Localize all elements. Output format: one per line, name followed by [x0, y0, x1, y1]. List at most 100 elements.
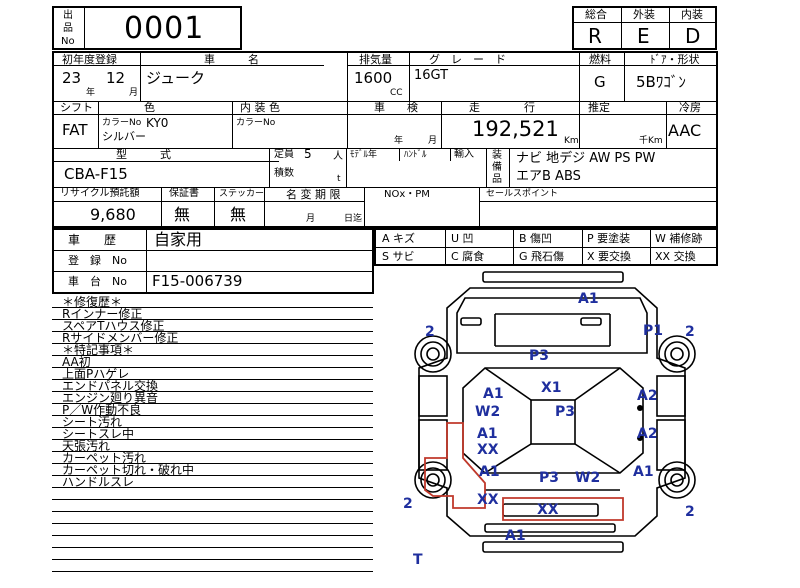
damage-mark: A2 [637, 388, 658, 404]
wheels [414, 335, 696, 499]
grade-interior: D [685, 24, 701, 48]
nox-label: NOx・PM [384, 189, 430, 200]
lot-number: 0001 [124, 11, 205, 46]
history-value: 自家用 [154, 230, 203, 249]
grade-value: 16GT [414, 68, 449, 83]
sales-point-label: セールスポイント [486, 189, 559, 199]
damage-mark: A1 [633, 464, 654, 480]
note-item: AA初 [62, 355, 91, 369]
history-label: 車 歴 [68, 233, 117, 247]
equipment-label-1: 装 [492, 150, 502, 161]
grade-overall-label: 総合 [585, 8, 607, 21]
legend-dent: U 凹 [451, 232, 474, 245]
damage-mark: X1 [541, 380, 562, 396]
damage-mark: XX [477, 492, 499, 508]
equipment-label-2: 備 [492, 162, 502, 173]
lot-label-2: 品 [63, 23, 73, 34]
damage-mark: P3 [555, 404, 575, 420]
legend-scratch-dent: B 傷凹 [519, 232, 553, 245]
displacement-label: 排気量 [359, 53, 392, 66]
fuel-value: G [594, 73, 606, 91]
car-damage-diagram: A1 2 P1 2 P3 A1 X1 A2 W2 P3 A1 A2 XX A1 … [403, 271, 696, 568]
handle-label: ﾊﾝﾄﾞﾙ [404, 150, 427, 160]
history-box: 車 歴 自家用 登 録 No 車 台 No F15-006739 [52, 228, 374, 294]
legend-replaced: XX 交換 [655, 250, 696, 263]
damage-mark: P1 [643, 323, 663, 339]
shift-value: FAT [62, 121, 88, 139]
import-label: 輸入 [454, 149, 474, 160]
mileage-unit: Km [564, 136, 579, 146]
damage-mark: P3 [539, 470, 559, 486]
inspection-label: 車 検 [374, 101, 418, 114]
estimate-label: 推定 [588, 101, 610, 114]
color-label: 色 [144, 101, 155, 114]
mileage-value: 192,521 [472, 117, 559, 141]
car-name-label: 車 名 [204, 53, 259, 66]
note-item: Rサイドメンバー修正 [62, 331, 179, 345]
ac-value: AAC [668, 121, 702, 140]
first-reg-label: 初年度登録 [62, 53, 117, 66]
note-item: カーペット汚れ [62, 451, 147, 465]
repair-area-outline [502, 497, 624, 521]
damage-mark: T [413, 552, 423, 568]
reg-month-unit: 月 [129, 88, 139, 98]
grade-interior-label: 内装 [681, 8, 703, 21]
legend-rust: S サビ [382, 250, 415, 263]
model-label: 型 式 [116, 148, 171, 161]
color-no-label: カラーNo [102, 118, 142, 128]
note-item: シートスレ中 [62, 427, 135, 441]
door-shape-value: 5Bﾜｺﾞﾝ [636, 73, 686, 91]
equipment-line-1: ナビ 地デジ AW PS PW [516, 151, 656, 166]
info-table: 初年度登録 車 名 排気量 グ レ ー ド 燃料 ﾄﾞｱ・形状 23 年 12 … [52, 51, 718, 228]
capacity-label: 定員 [274, 149, 294, 160]
damage-mark: A1 [578, 291, 599, 307]
capacity-unit: 人 [333, 151, 343, 162]
note-item: エンドパネル交換 [62, 379, 159, 393]
chassis-value: F15-006739 [152, 272, 243, 290]
legend-need-replace: X 要交換 [587, 250, 632, 263]
ac-label: 冷房 [679, 101, 701, 114]
name-change-month: 月 [306, 214, 316, 224]
color-name: シルバー [102, 130, 146, 143]
warranty-value: 無 [174, 205, 191, 224]
note-item: 上面Pハゲレ [62, 367, 130, 381]
legend-repair: W 補修跡 [655, 232, 703, 245]
damage-mark: 2 [685, 324, 695, 340]
grades-box: 総合 外装 内装 R E D [572, 6, 717, 50]
loading-unit: t [337, 174, 341, 184]
legend-paint: P 要塗装 [587, 232, 631, 245]
note-item: ＊特記事項＊ [62, 343, 135, 357]
inspection-month-unit: 月 [428, 136, 438, 146]
damage-mark: A1 [479, 464, 500, 480]
note-item: カーペット切れ・破れ中 [62, 463, 195, 477]
damage-mark: P3 [529, 348, 549, 364]
damage-legend: A キズ U 凹 B 傷凹 P 要塗装 W 補修跡 S サビ C 腐食 G 飛石… [374, 228, 718, 266]
chassis-label: 車 台 No [68, 275, 127, 288]
grade-overall: R [588, 24, 602, 48]
model-year-label: ﾓﾃﾞﾙ年 [350, 150, 378, 160]
reg-month: 12 [106, 69, 126, 87]
grade-label: グ レ ー ド [429, 53, 506, 66]
repair-area-outline [424, 422, 486, 509]
legend-chip: G 飛石傷 [519, 250, 565, 263]
color-no: KY0 [146, 116, 169, 130]
displacement-unit: CC [390, 88, 403, 98]
shift-label: シフト [60, 101, 93, 114]
note-item: Rインナー修正 [62, 307, 143, 321]
note-item: エンジン廻り異音 [62, 391, 159, 405]
lot-box: 出 品 No 0001 [52, 6, 242, 50]
mirror-icon [637, 435, 643, 441]
grade-exterior: E [637, 24, 650, 48]
capacity-value: 5 [304, 147, 312, 161]
grade-exterior-label: 外装 [633, 8, 655, 21]
model-value: CBA-F15 [64, 165, 128, 183]
equipment-label-3: 品 [492, 174, 502, 185]
note-item: 天張汚れ [62, 439, 111, 453]
warranty-label: 保証書 [169, 188, 199, 199]
damage-mark: A1 [477, 426, 498, 442]
car-name: ジューク [146, 69, 205, 87]
equipment-line-2: エアB ABS [516, 169, 581, 184]
note-item: ＊修復歴＊ [62, 295, 123, 309]
door-shape-label: ﾄﾞｱ・形状 [650, 53, 700, 66]
interior-color-no-label: カラーNo [236, 118, 276, 128]
